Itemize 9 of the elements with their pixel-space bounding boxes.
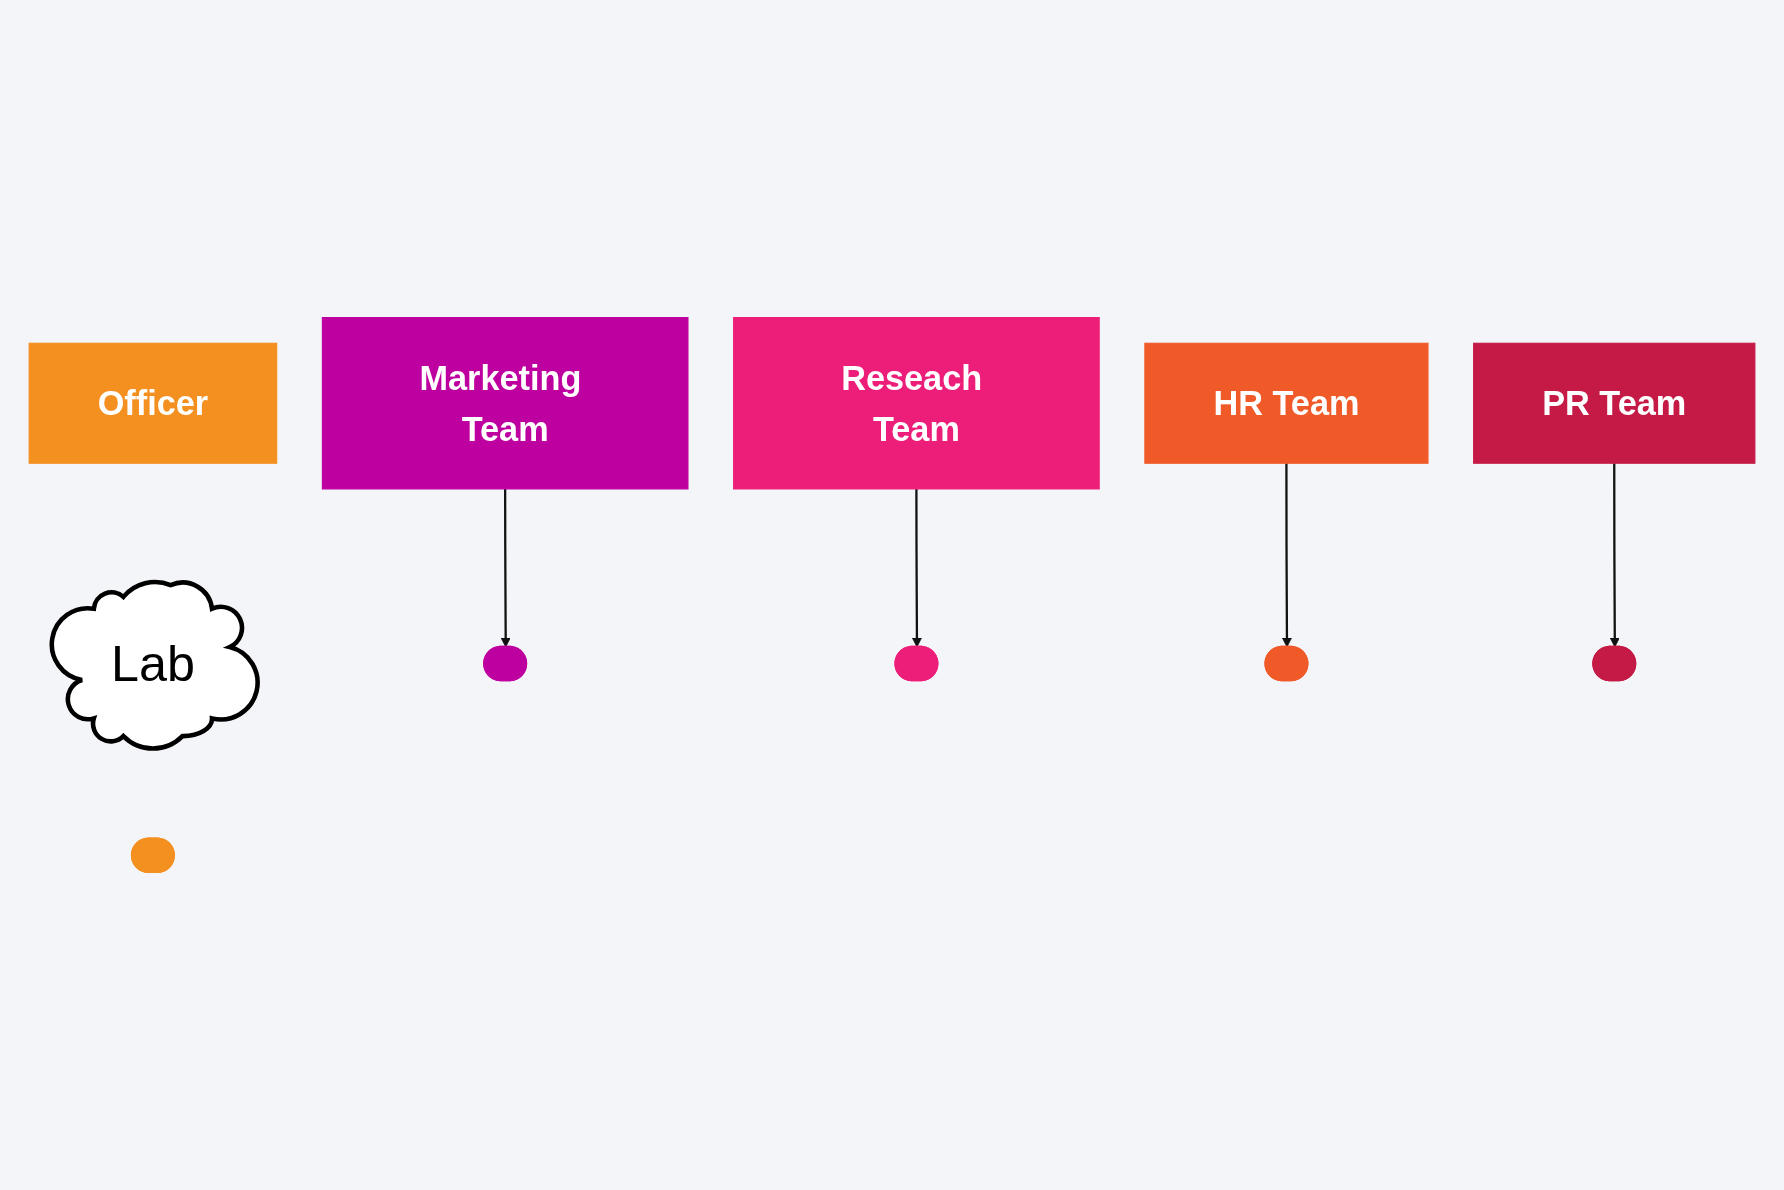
arrow [500, 488, 511, 648]
node-box: HR Team [1144, 342, 1429, 464]
arrow [1281, 463, 1292, 648]
node-box: Reseach Team [733, 317, 1100, 490]
arrow [1609, 463, 1620, 648]
node-box: Officer [28, 342, 278, 464]
node-box: Marketing Team [321, 317, 689, 490]
node-box: PR Team [1473, 342, 1756, 464]
arrow [911, 488, 922, 648]
